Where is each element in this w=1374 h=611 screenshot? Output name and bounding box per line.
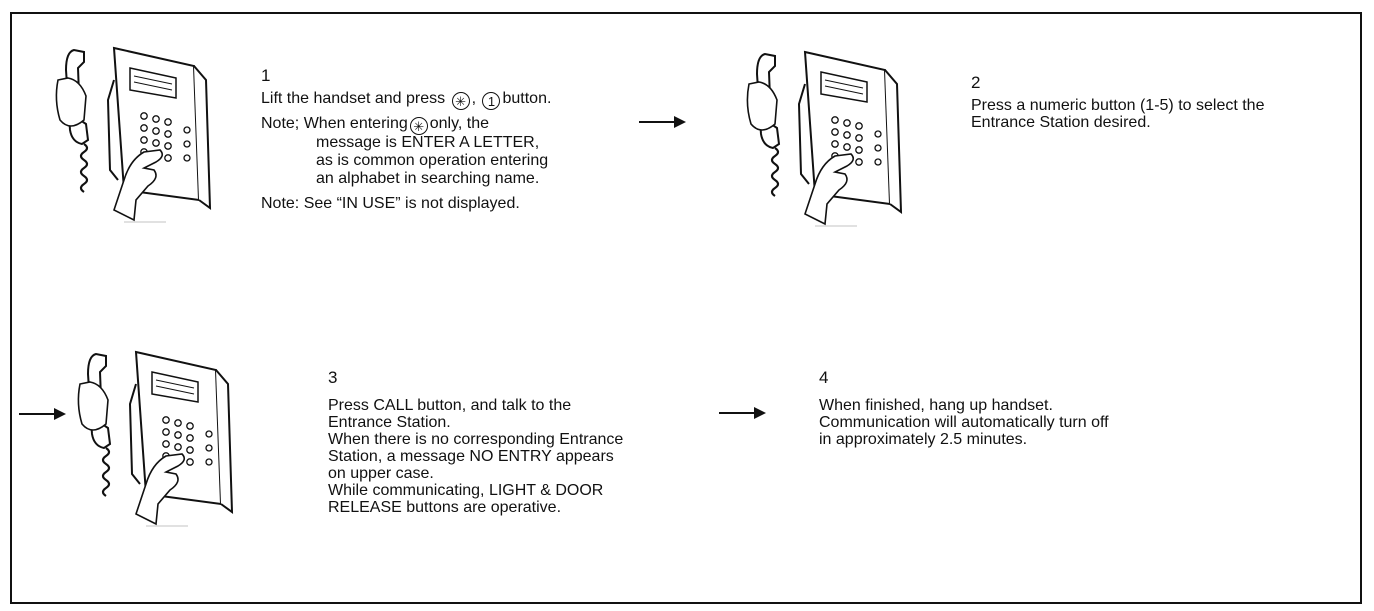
step-1-number: 1 [261,66,271,85]
step-1-note-line-2: message is ENTER A LETTER, [316,134,540,151]
step-3-line-1: Press CALL button, and talk to the [328,397,572,414]
arrow-right-icon [639,116,686,128]
phone-illustration-step-3 [77,350,234,528]
arrow-right-icon [719,407,766,419]
step-4-line-2: Communication will automatically turn of… [819,414,1109,431]
step-4-line-1: When finished, hang up handset. [819,397,1053,414]
step-1-note-line-3: as is common operation entering [316,152,549,169]
instruction-frame [10,12,1362,604]
star-button-icon: ✳ [451,92,470,110]
step-4-number: 4 [819,368,829,387]
step-2-number: 2 [971,73,981,92]
phone-illustration-step-2 [746,50,903,228]
arrow-right-icon [19,408,66,420]
step-3-line-6: While communicating, LIGHT & DOOR [328,482,604,499]
step-1-note-line-4: an alphabet in searching name. [316,170,540,187]
step-3-line-2: Entrance Station. [328,414,451,431]
phone-illustration-step-1 [55,46,212,224]
one-button-icon: 1 [482,92,501,110]
step-3-line-7: RELEASE buttons are operative. [328,499,562,516]
step-3-line-4: Station, a message NO ENTRY appears [328,448,614,465]
star-button-icon: ✳ [409,117,428,135]
step-3-line-3: When there is no corresponding Entrance [328,431,624,448]
step-2-line-1: Press a numeric button (1-5) to select t… [971,97,1265,114]
step-2-line-2: Entrance Station desired. [971,114,1151,131]
step-1-note-2: Note: See “IN USE” is not displayed. [261,195,520,212]
step-3-number: 3 [328,368,338,387]
step-4-line-3: in approximately 2.5 minutes. [819,431,1028,448]
step-3-line-5: on upper case. [328,465,434,482]
step-1-note-line-1: Note; When entering✳only, the [261,115,490,135]
